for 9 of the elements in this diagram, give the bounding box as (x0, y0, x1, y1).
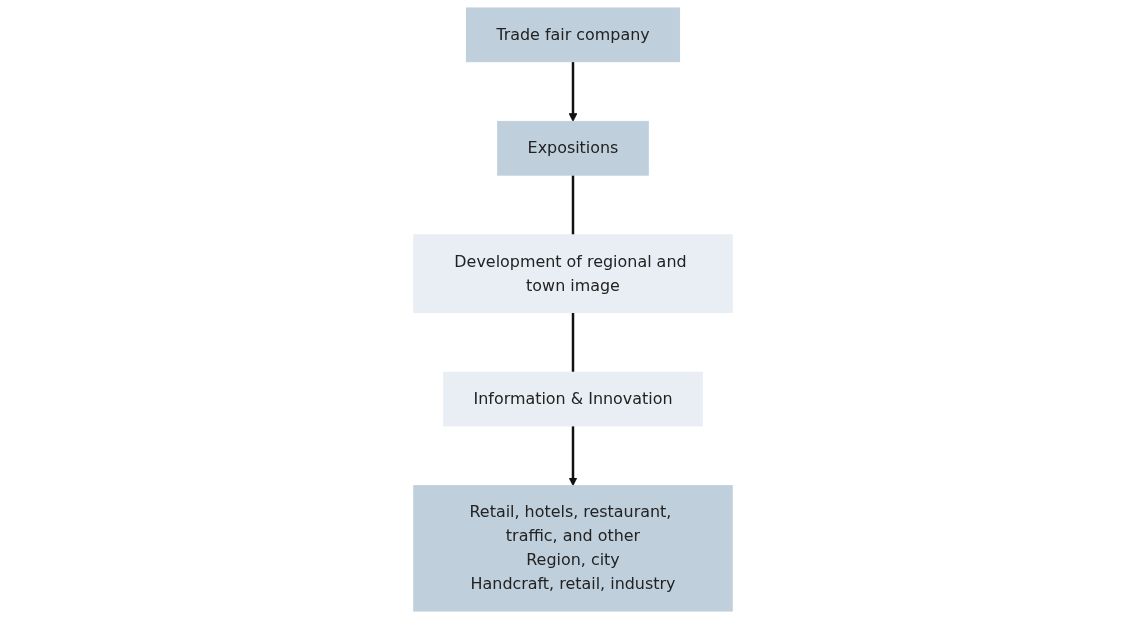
node-box: Trade fair company (465, 7, 681, 63)
node-box: Retail, hotels, restaurant, traffic, and other Region, city Handcraft, retail, industry (413, 485, 733, 612)
connector (571, 175, 575, 235)
node-box: Development of regional and town image (413, 234, 733, 313)
node-box: Information & Innovation (443, 371, 703, 427)
node-box: Expositions (497, 120, 649, 176)
arrow (568, 425, 578, 487)
connector (571, 312, 575, 373)
arrow (568, 61, 578, 122)
